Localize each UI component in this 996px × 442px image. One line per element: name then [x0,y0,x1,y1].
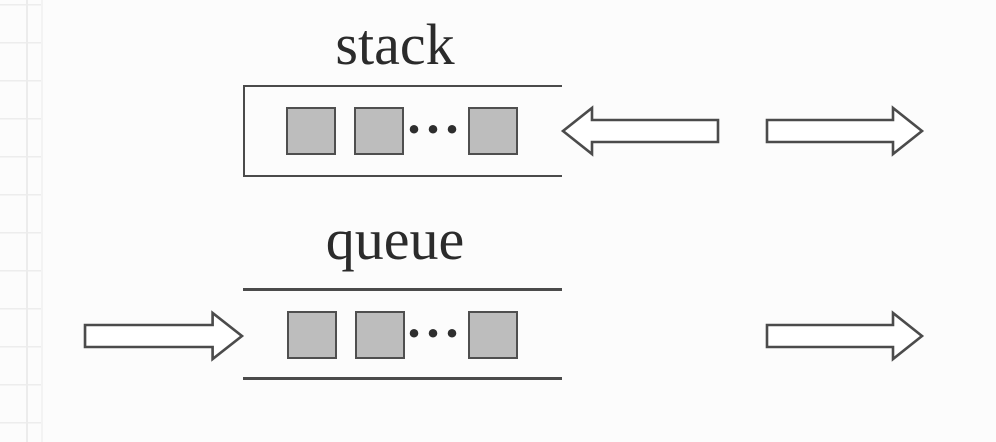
queue-ellipsis: ··· [406,306,464,360]
stack-cell [354,107,404,155]
queue-cell [355,311,405,359]
stack-cell [468,107,518,155]
queue-enqueue-arrow-right-icon [83,310,245,362]
queue-cell [468,311,518,359]
stack-label: stack [335,12,455,77]
queue-dequeue-arrow-right-icon [765,310,925,362]
queue-bottom-line [243,377,562,380]
stack-ellipsis: ··· [406,102,464,156]
queue-cell [287,311,337,359]
background-grid [0,0,41,442]
stack-arrow-right-icon [765,105,925,157]
stack-container [243,85,562,177]
background-grid-vertical-line [26,0,28,442]
stack-cell [286,107,336,155]
background-grid-edge-line [41,0,43,442]
queue-top-line [243,288,562,291]
queue-label: queue [325,207,465,272]
stack-arrow-left-icon [560,105,720,157]
